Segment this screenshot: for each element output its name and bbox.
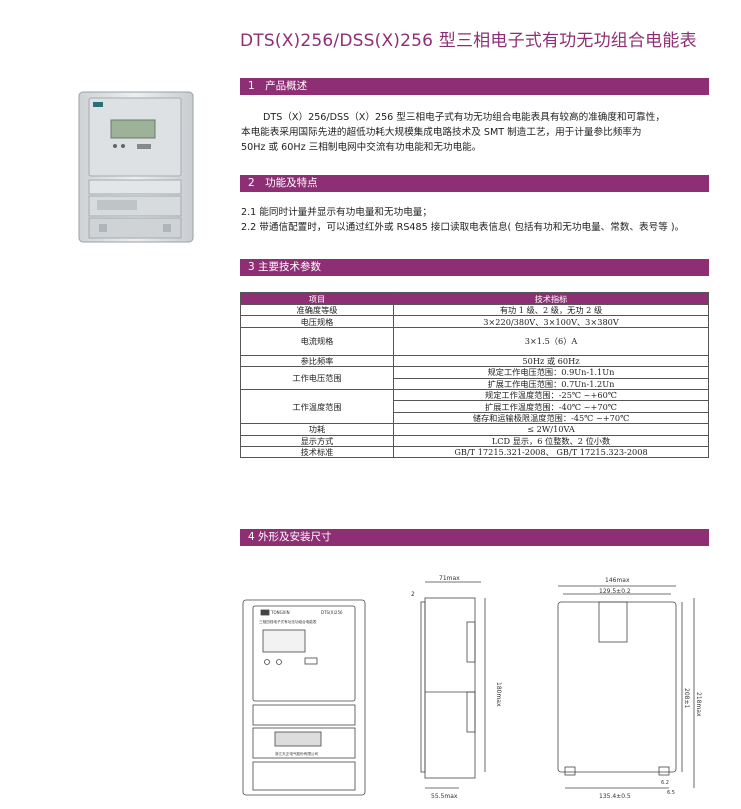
front-caption: 三相四线电子式有功无功组合电能表 — [259, 619, 317, 624]
front-brand: TONGXIN — [270, 610, 290, 615]
table-header-row: 项目 技术指标 — [240, 292, 709, 305]
section-specs-header: 3 主要技术参数 — [240, 259, 709, 276]
spec-table: 项目 技术指标 准确度等级 有功 1 级、2 级，无功 2 级 电压规格 3×2… — [240, 292, 709, 459]
dim-depth-top: 71max — [439, 575, 460, 582]
row-value: 有功 1 级、2 级，无功 2 级 — [393, 303, 709, 317]
row-label: 技术标准 — [240, 445, 394, 459]
dim-slot-a: 6.2 — [661, 780, 669, 786]
row-label: 参比频率 — [240, 354, 394, 368]
table-row: 工作温度范围 规定工作温度范围：-25℃ ~+60℃ — [240, 388, 709, 425]
row-value: 50Hz 或 60Hz — [393, 354, 709, 368]
dim-mount-height: 208±1 — [683, 688, 690, 708]
row-value: GB/T 17215.321-2008、 GB/T 17215.323-2008 — [393, 445, 709, 459]
table-row: 显示方式 LCD 显示，6 位整数、2 位小数 — [240, 434, 709, 447]
document-title: DTS(X)256/DSS(X)256 型三相电子式有功无功组合电能表 — [240, 31, 697, 51]
table-row: 功耗 ≤ 2W/10VA — [240, 423, 709, 436]
row-label: 准确度等级 — [240, 303, 394, 317]
section-features-header: 2 功能及特点 — [240, 175, 709, 192]
dimension-drawings: TONGXIN DTS(X)256 三相四线电子式有功无功组合电能表 浙江天正电… — [242, 575, 702, 800]
row-value: 扩展工作温度范围：-40℃ ~+70℃ — [393, 400, 709, 413]
table-row: 工作电压范围 规定工作电压范围：0.9Un-1.1Un — [240, 366, 709, 390]
dim-slot-b: 6.5 — [667, 790, 675, 796]
row-value: 3×1.5（6）A — [393, 326, 709, 356]
row-label: 显示方式 — [240, 434, 394, 447]
table-row: 参比频率 50Hz 或 60Hz — [240, 354, 709, 368]
overview-line: 50Hz 或 60Hz 三相制电网中交流有功电能和无功电能。 — [241, 142, 482, 153]
table-header-item: 项目 — [240, 292, 394, 305]
row-value: 规定工作温度范围：-25℃ ~+60℃ — [393, 388, 709, 402]
dim-lip: 2 — [411, 591, 415, 598]
overview-line: DTS（X）256/DSS（X）256 型三相电子式有功无功组合电能表具有较高的… — [263, 112, 665, 123]
dim-height-side: 180max — [495, 682, 502, 707]
section-overview-header: 1 产品概述 — [240, 78, 709, 95]
row-label: 功耗 — [240, 423, 394, 436]
table-row: 电压规格 3×220/380V、3×100V、3×380V — [240, 315, 709, 328]
front-maker: 浙江天正电气股份有限公司 — [275, 751, 319, 756]
meter-photo — [78, 91, 194, 243]
row-value: 储存和运输极限温度范围：-45℃ ~+70℃ — [393, 411, 709, 425]
table-row: 电流规格 3×1.5（6）A — [240, 326, 709, 356]
dim-depth-bottom: 55.5max — [431, 793, 458, 800]
front-model: DTS(X)256 — [321, 610, 343, 615]
row-label: 工作电压范围 — [240, 366, 394, 390]
dim-mount-width: 129.5±0.2 — [599, 588, 631, 595]
overview-line: 本电能表采用国际先进的超低功耗大规模集成电路技术及 SMT 制造工艺，用于计量参… — [241, 127, 642, 138]
back-view — [557, 585, 695, 789]
overview-text: DTS（X）256/DSS（X）256 型三相电子式有功无功组合电能表具有较高的… — [241, 110, 711, 155]
side-view — [420, 581, 486, 789]
dim-width-top: 146max — [605, 577, 630, 584]
row-value: LCD 显示，6 位整数、2 位小数 — [393, 434, 709, 447]
table-row: 准确度等级 有功 1 级、2 级，无功 2 级 — [240, 303, 709, 317]
row-value: 规定工作电压范围：0.9Un-1.1Un — [393, 366, 709, 379]
features-list: 2.1 能同时计量并显示有功电量和无功电量； 2.2 带通信配置时，可以通过红外… — [241, 205, 721, 235]
feature-item: 2.1 能同时计量并显示有功电量和无功电量； — [241, 207, 432, 218]
table-row: 技术标准 GB/T 17215.321-2008、 GB/T 17215.323… — [240, 445, 709, 459]
row-value: 3×220/380V、3×100V、3×380V — [393, 315, 709, 328]
row-label: 工作温度范围 — [240, 388, 394, 425]
feature-item: 2.2 带通信配置时，可以通过红外或 RS485 接口读取电表信息( 包括有功和… — [241, 222, 685, 233]
dim-height-total: 218max — [695, 692, 702, 717]
row-value: 扩展工作电压范围：0.7Un-1.2Un — [393, 377, 709, 390]
dim-bottom-width: 135.4±0.5 — [599, 793, 631, 800]
row-label: 电流规格 — [240, 326, 394, 356]
row-value: ≤ 2W/10VA — [393, 423, 709, 436]
row-label: 电压规格 — [240, 315, 394, 328]
section-dimensions-header: 4 外形及安装尺寸 — [240, 529, 709, 546]
front-view — [242, 599, 366, 796]
table-header-spec: 技术指标 — [393, 292, 709, 305]
